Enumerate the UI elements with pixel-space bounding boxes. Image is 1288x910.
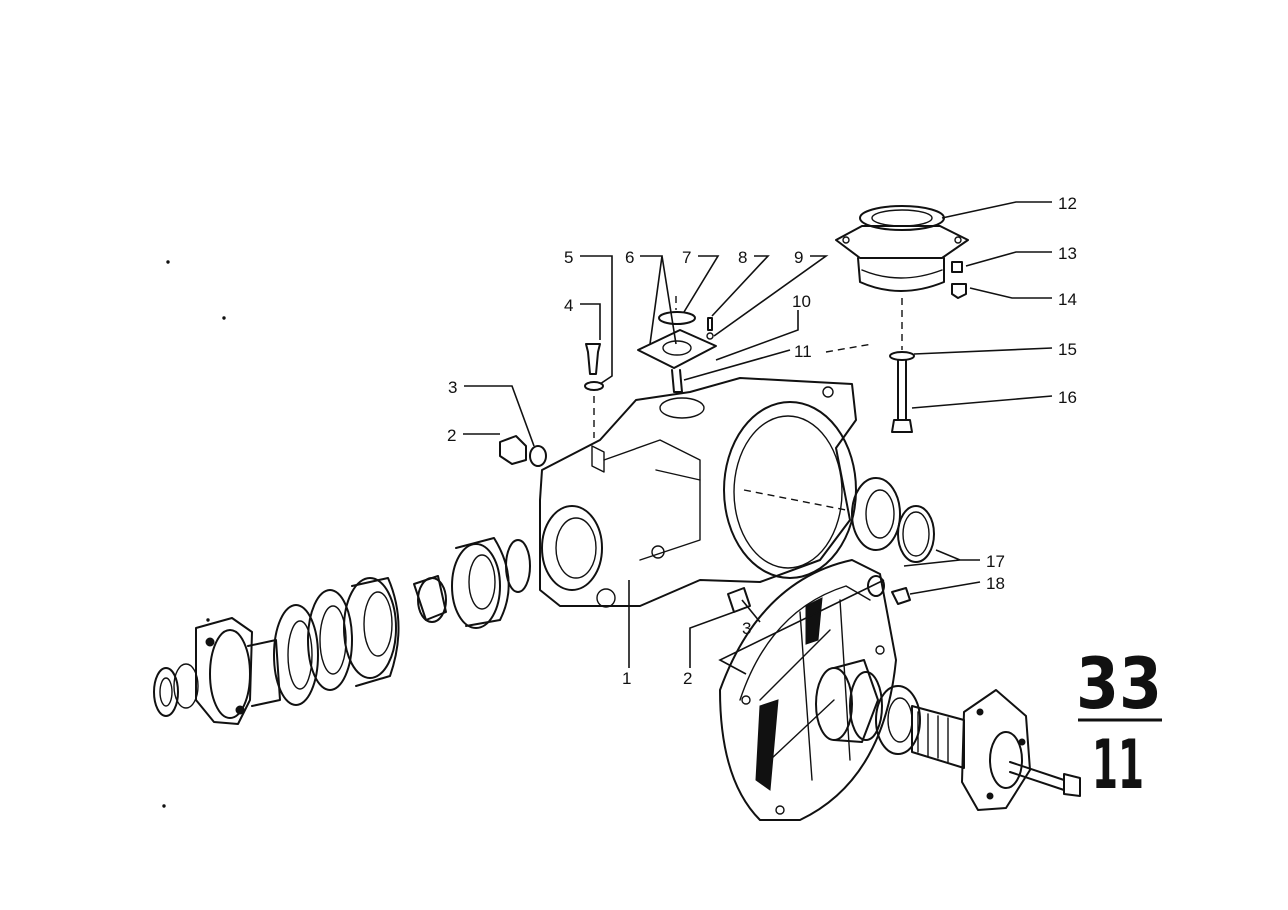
callout-14: 14 <box>1058 290 1077 309</box>
callout-6: 6 <box>625 248 634 267</box>
callout-9: 9 <box>794 248 803 267</box>
callout-3-lower: 3 <box>742 619 751 638</box>
section-subgroup: 11 <box>1092 726 1144 805</box>
cover-plate <box>637 311 717 393</box>
rear-cover <box>719 559 897 821</box>
callout-labels: 1 2 2 3 3 4 5 6 7 8 9 10 11 12 13 14 15 … <box>447 194 1077 688</box>
rubber-mount <box>835 205 969 299</box>
callout-2-lower: 2 <box>683 669 692 688</box>
section-group: 33 <box>1076 643 1162 725</box>
bearing-stack <box>273 537 531 706</box>
callout-3-upper: 3 <box>448 378 457 397</box>
callout-11-top: 11 <box>794 342 812 361</box>
scan-specks <box>162 260 226 808</box>
callout-16: 16 <box>1058 388 1077 407</box>
callout-18: 18 <box>986 574 1005 593</box>
callout-10: 10 <box>792 292 811 311</box>
callout-12: 12 <box>1058 194 1077 213</box>
differential-housing <box>539 377 857 608</box>
callout-8: 8 <box>738 248 747 267</box>
callout-17: 17 <box>986 552 1005 571</box>
leader-lines <box>463 201 1053 675</box>
small-fasteners <box>499 343 911 613</box>
callout-5: 5 <box>564 248 573 267</box>
section-number: 33 11 <box>1076 643 1162 805</box>
callout-1: 1 <box>622 669 631 688</box>
side-seals <box>851 477 935 563</box>
callout-13: 13 <box>1058 244 1077 263</box>
mount-bolt <box>889 351 915 433</box>
alignment-lines <box>593 296 903 511</box>
output-shaft <box>815 659 1081 811</box>
callout-4: 4 <box>564 296 573 315</box>
parts-illustration <box>153 205 1081 821</box>
callout-2-upper: 2 <box>447 426 456 445</box>
drive-flange <box>153 617 281 725</box>
callout-7: 7 <box>682 248 691 267</box>
callout-15: 15 <box>1058 340 1077 359</box>
